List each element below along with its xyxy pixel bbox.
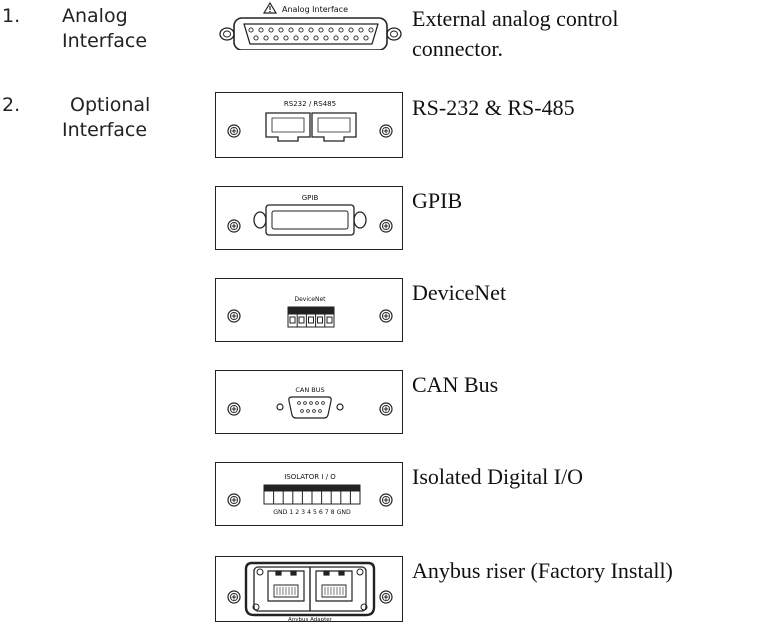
rj45-port-icon — [265, 112, 311, 142]
item-label-optional-line1: Optional — [70, 94, 151, 116]
screw-icon — [379, 309, 393, 323]
rj45-port-icon — [267, 570, 305, 602]
db9-connector-icon — [276, 396, 344, 419]
rs232-panel-label: RS232 / RS485 — [284, 100, 336, 108]
description-analog-line1: External analog control — [412, 6, 619, 31]
screw-icon — [227, 124, 241, 138]
item-label-analog-line1: Analog — [62, 5, 128, 27]
can-bus-panel-label: CAN BUS — [295, 386, 324, 394]
description-devicenet: DeviceNet — [412, 280, 507, 305]
terminal-block-icon — [263, 484, 361, 505]
anybus-module-icon — [244, 561, 376, 617]
anybus-adapter-panel: Anybus Adapter — [215, 556, 403, 623]
isolator-io-panel: ISOLATOR I / O GND 1 2 3 4 5 6 7 8 GND — [215, 462, 403, 526]
rj45-port-icon — [315, 570, 353, 602]
screw-icon — [227, 219, 241, 233]
description-rs232-rs485: RS-232 & RS-485 — [412, 95, 575, 120]
screw-icon — [227, 590, 241, 604]
description-analog-line2: connector. — [412, 36, 504, 61]
description-anybus-riser: Anybus riser (Factory Install) — [412, 558, 673, 583]
analog-connector-diagram: Analog Interface — [219, 1, 402, 50]
can-bus-panel: CAN BUS — [215, 370, 403, 434]
anybus-panel-label: Anybus Adapter — [288, 617, 333, 623]
description-gpib: GPIB — [412, 188, 463, 213]
screw-icon — [379, 493, 393, 507]
isolator-pin-labels: GND 1 2 3 4 5 6 7 8 GND — [273, 509, 351, 516]
gpib-panel-label: GPIB — [302, 194, 319, 202]
screw-icon — [227, 309, 241, 323]
isolator-panel-label: ISOLATOR I / O — [284, 473, 336, 481]
screw-icon — [379, 590, 393, 604]
item-label-optional-line2: Interface — [62, 119, 148, 141]
item-number-1: 1. — [2, 5, 21, 27]
devicenet-panel: DeviceNet — [215, 278, 403, 342]
rs232-rs485-panel: RS232 / RS485 — [215, 92, 403, 158]
gpib-panel: GPIB — [215, 186, 403, 250]
screw-icon — [379, 124, 393, 138]
rj45-port-icon — [311, 112, 357, 142]
description-isolated-digital-io: Isolated Digital I/O — [412, 464, 584, 489]
description-can-bus: CAN Bus — [412, 372, 499, 397]
gpib-connector-icon — [253, 204, 367, 236]
item-number-2: 2. — [2, 94, 21, 116]
screw-icon — [379, 219, 393, 233]
devicenet-panel-label: DeviceNet — [294, 296, 326, 303]
analog-panel-label: Analog Interface — [282, 5, 348, 14]
terminal-block-icon — [287, 306, 335, 328]
screw-icon — [227, 493, 241, 507]
item-label-analog-line2: Interface — [62, 30, 148, 52]
screw-icon — [379, 402, 393, 416]
screw-icon — [227, 402, 241, 416]
